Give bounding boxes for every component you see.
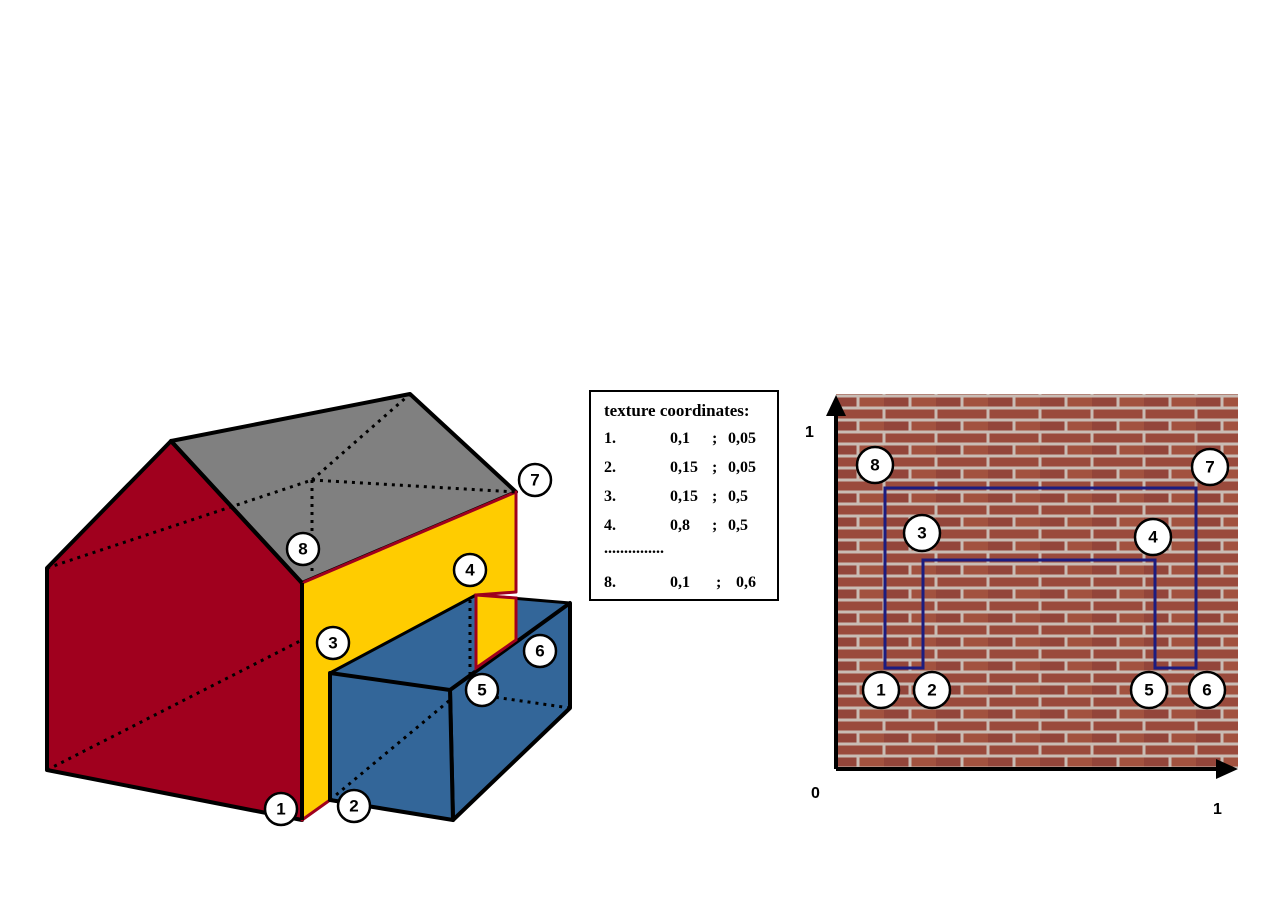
texture-space: 0 1 1 xyxy=(805,394,1238,818)
texture-marker-5: 5 xyxy=(1129,670,1169,710)
house-marker-6: 6 xyxy=(522,633,558,669)
coord-index: 4. xyxy=(604,517,616,534)
coord-u: 0,8 xyxy=(670,517,690,534)
coord-v: 0,05 xyxy=(728,430,756,447)
texture-marker-8: 8 xyxy=(855,445,895,485)
texture-marker-2: 2 xyxy=(912,670,952,710)
v-axis-arrow-icon xyxy=(826,395,846,416)
texture-coordinates-title: texture coordinates: xyxy=(604,401,750,420)
house-marker-4: 4 xyxy=(452,552,488,588)
coord-ellipsis: ............... xyxy=(604,540,664,557)
svg-text:2: 2 xyxy=(349,797,358,816)
texture-outer-outline xyxy=(883,486,1198,670)
house-marker-2: 2 xyxy=(336,788,372,824)
svg-text:5: 5 xyxy=(477,681,486,700)
svg-text:7: 7 xyxy=(530,471,539,490)
coord-separator: ; xyxy=(712,488,718,505)
house-marker-7: 7 xyxy=(517,462,553,498)
coord-v: 0,5 xyxy=(728,517,748,534)
coord-v: 0,5 xyxy=(728,488,748,505)
svg-text:2: 2 xyxy=(927,681,936,700)
hidden-edges xyxy=(46,392,571,802)
coord-separator: ; xyxy=(712,430,718,447)
coord-row: 1. 0,1 ; 0,05 xyxy=(604,430,774,452)
svg-text:6: 6 xyxy=(1202,681,1211,700)
svg-text:7: 7 xyxy=(1205,458,1214,477)
coord-row: 2. 0,15 ; 0,05 xyxy=(604,459,774,481)
extension-front-face xyxy=(328,671,455,822)
svg-text:6: 6 xyxy=(535,642,544,661)
coord-u: 0,1 xyxy=(670,574,690,591)
coord-u: 0,1 xyxy=(670,430,690,447)
texture-coordinates-box: texture coordinates: 1. 0,1 ; 0,05 2. 0,… xyxy=(589,390,779,601)
svg-text:3: 3 xyxy=(917,524,926,543)
house-marker-5: 5 xyxy=(464,672,500,708)
svg-text:3: 3 xyxy=(328,634,337,653)
coord-index: 3. xyxy=(604,488,616,505)
coord-index: 8. xyxy=(604,574,616,591)
coord-v: 0,6 xyxy=(736,574,756,591)
svg-text:8: 8 xyxy=(298,540,307,559)
svg-text:1: 1 xyxy=(876,681,885,700)
coord-v: 0,05 xyxy=(728,459,756,476)
house-marker-8: 8 xyxy=(285,531,321,567)
svg-text:4: 4 xyxy=(465,561,475,580)
axis-origin-label: 0 xyxy=(811,785,820,802)
axis-y-max-label: 1 xyxy=(805,424,814,441)
brick-texture xyxy=(836,394,1238,768)
house-model xyxy=(45,392,572,822)
coord-separator: ; xyxy=(712,459,718,476)
svg-text:8: 8 xyxy=(870,456,879,475)
texture-markers: 1 2 3 4 5 6 7 8 xyxy=(855,445,1230,710)
texture-marker-4: 4 xyxy=(1133,517,1173,557)
texture-marker-7: 7 xyxy=(1190,447,1230,487)
texture-marker-1: 1 xyxy=(861,670,901,710)
axis-x-max-label: 1 xyxy=(1213,801,1222,818)
coord-separator: ; xyxy=(716,574,722,591)
coord-separator: ; xyxy=(712,517,718,534)
svg-text:1: 1 xyxy=(276,800,285,819)
house-markers: 1 2 3 4 5 6 7 8 xyxy=(263,462,558,827)
coord-index: 2. xyxy=(604,459,616,476)
texture-marker-6: 6 xyxy=(1187,670,1227,710)
coord-u: 0,15 xyxy=(670,488,698,505)
house-marker-3: 3 xyxy=(315,625,351,661)
svg-text:5: 5 xyxy=(1144,681,1153,700)
coord-row: 3. 0,15 ; 0,5 xyxy=(604,488,774,510)
coord-row: 8. 0,1 ; 0,6 xyxy=(604,574,774,596)
coord-index: 1. xyxy=(604,430,616,447)
coord-row: 4. 0,8 ; 0,5 xyxy=(604,517,774,539)
extension-window-opening xyxy=(474,593,518,671)
texture-marker-3: 3 xyxy=(902,513,942,553)
house-marker-1: 1 xyxy=(263,791,299,827)
u-axis-arrow-icon xyxy=(1216,759,1238,779)
svg-text:4: 4 xyxy=(1148,528,1158,547)
coord-u: 0,15 xyxy=(670,459,698,476)
